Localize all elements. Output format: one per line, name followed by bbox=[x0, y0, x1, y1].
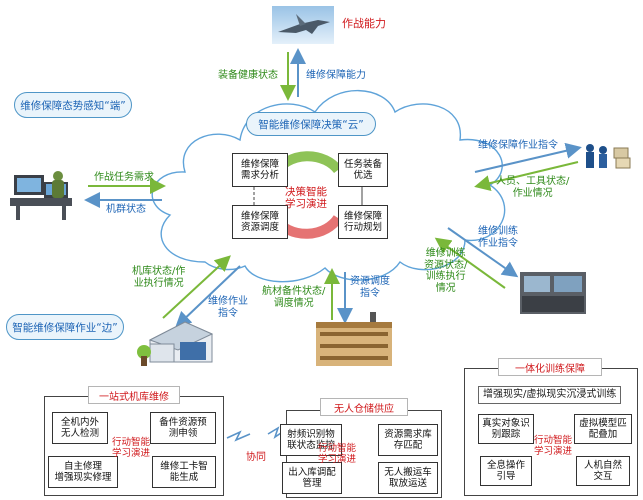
arrow-label-personnel-tool-status: 人员、工具状态/ 作业情况 bbox=[496, 176, 570, 199]
arrow-label-resource-dispatch: 资源调度 指令 bbox=[350, 276, 390, 299]
arrow-label-spare-parts-status: 航材备件状态/ 调度情况 bbox=[262, 286, 326, 309]
arrow-label-training-resource-status: 维修训练 资源状态/ 训练执行 情况 bbox=[424, 248, 468, 294]
training-box-holographic-guide: 全息操作 引导 bbox=[480, 456, 532, 486]
warehouse-box-inout-management: 出入库调配 管理 bbox=[282, 462, 342, 494]
hangar-building-icon bbox=[137, 321, 214, 366]
hangar-box-workcard: 维修工卡智 能生成 bbox=[152, 456, 216, 488]
hangar-center-label: 行动智能 学习演进 bbox=[112, 437, 151, 459]
warehouse-shelves-image bbox=[316, 312, 392, 366]
warehouse-box-inventory-match: 资源需求库 存匹配 bbox=[378, 424, 438, 456]
arrow-label-maintenance-instructions: 维修保障作业指令 bbox=[478, 140, 558, 151]
arrow-label-hangar-status: 机库状态/作 业执行情况 bbox=[132, 266, 186, 289]
fighter-jet-image bbox=[272, 6, 334, 44]
arrow-label-maintenance-operation-instructions: 维修作业 指令 bbox=[208, 296, 248, 319]
sync-label: 协同 bbox=[246, 452, 266, 463]
hangar-box-spare-forecast: 备件资源预 测申领 bbox=[150, 412, 216, 444]
training-box-virtual-overlay: 虚拟模型匹 配叠加 bbox=[574, 414, 632, 444]
hangar-box-inspection: 全机内外 无人检测 bbox=[52, 412, 108, 444]
awareness-end-label: 维修保障态势感知“端” bbox=[14, 92, 132, 118]
personnel-tools-icon bbox=[586, 144, 631, 169]
training-room-image bbox=[520, 272, 586, 314]
cloud-box-resource-scheduling: 维修保障 资源调度 bbox=[232, 205, 288, 239]
warehouse-box-agv-transport: 无人搬运车 取放运送 bbox=[378, 462, 438, 494]
warehouse-panel-title: 无人仓储供应 bbox=[320, 398, 408, 416]
warehouse-box-rfid-monitor: 射频识别物 联状态监控 bbox=[280, 424, 342, 456]
cloud-box-action-planning: 维修保障 行动规划 bbox=[338, 205, 388, 239]
training-center-label: 行动智能 学习演进 bbox=[534, 435, 573, 457]
arrow-label-maintenance-capability: 维修保障能力 bbox=[306, 70, 366, 81]
cloud-center-label: 决策智能 学习演进 bbox=[285, 186, 327, 211]
jet-combat-label: 作战能力 bbox=[342, 17, 386, 30]
training-subtitle: 增强现实/虚拟现实沉浸式训练 bbox=[478, 386, 622, 404]
hangar-panel-title: 一站式机库维修 bbox=[88, 386, 180, 404]
operator-workstation-icon bbox=[10, 171, 72, 220]
training-panel-title: 一体化训练保障 bbox=[498, 358, 602, 376]
cloud-box-demand-analysis: 维修保障 需求分析 bbox=[232, 153, 288, 187]
hangar-box-ar-repair: 自主修理 增强现实修理 bbox=[48, 456, 118, 488]
edge-operation-label: 智能维修保障作业“边” bbox=[6, 314, 124, 340]
cloud-box-equipment-selection: 任务装备 优选 bbox=[338, 153, 388, 187]
arrow-label-combat-task-demand: 作战任务需求 bbox=[94, 172, 154, 183]
warehouse-center-label: 行动智能 学习演进 bbox=[318, 443, 357, 465]
training-box-object-tracking: 真实对象识 别跟踪 bbox=[478, 414, 534, 444]
cloud-title: 智能维修保障决策“云” bbox=[246, 112, 376, 136]
arrow-label-training-instructions: 维修训练 作业指令 bbox=[478, 226, 518, 249]
arrow-label-fleet-status: 机群状态 bbox=[106, 204, 146, 215]
arrow-label-equipment-health: 装备健康状态 bbox=[218, 70, 278, 81]
training-box-hci: 人机自然 交互 bbox=[576, 456, 630, 486]
